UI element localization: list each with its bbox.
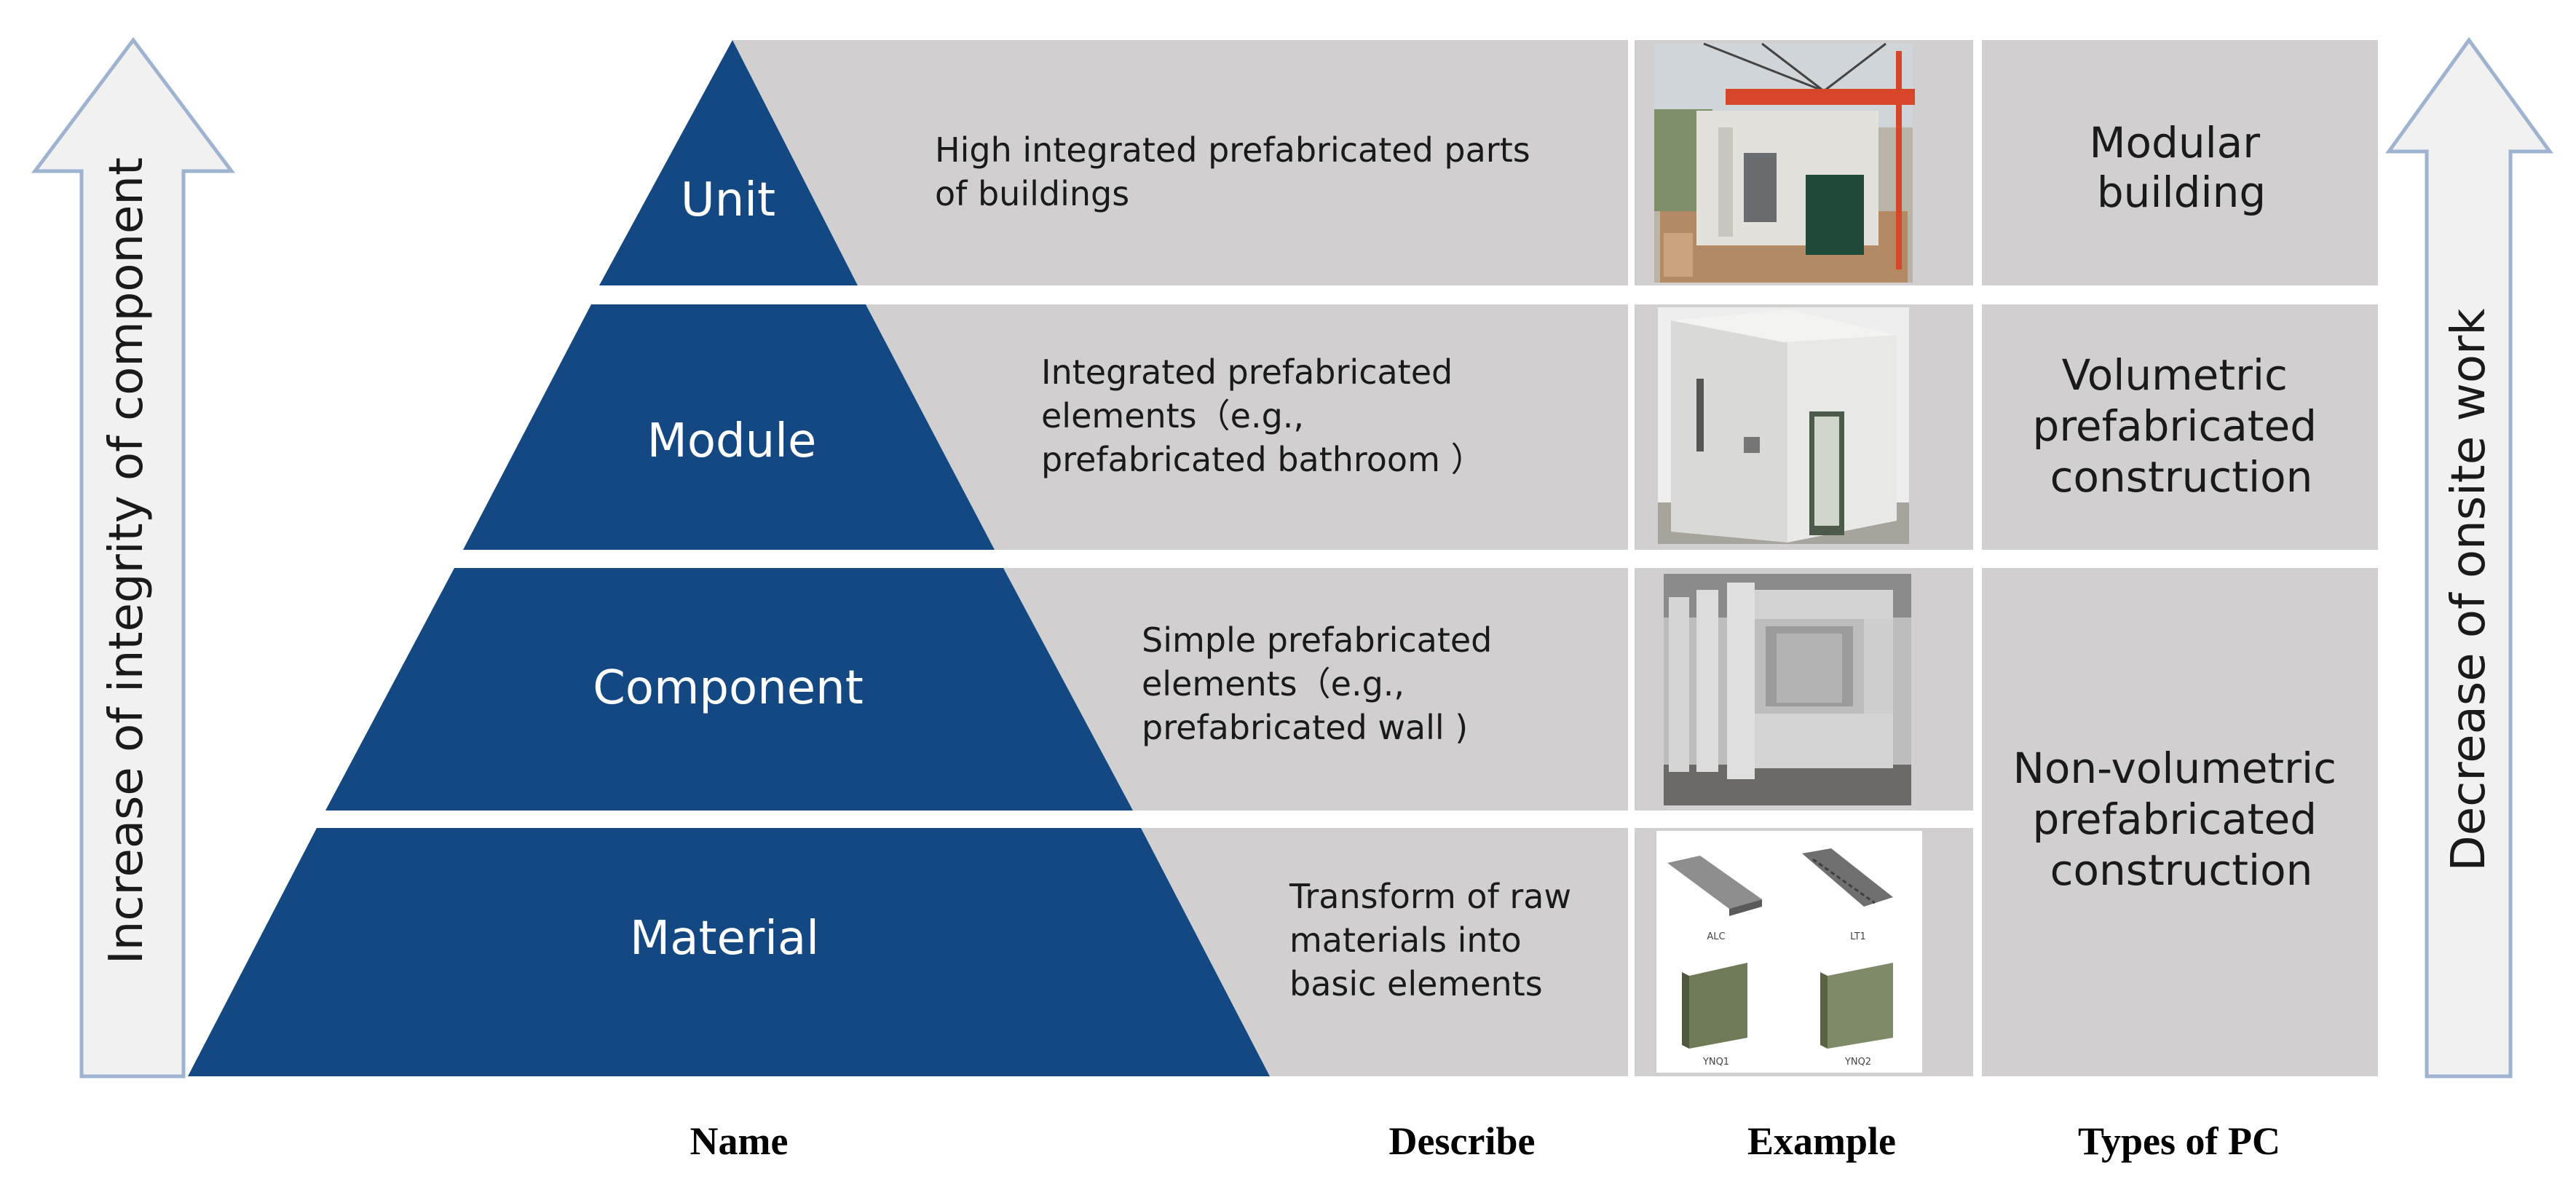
right-up-arrow: Decrease of onsite work bbox=[2385, 36, 2553, 1078]
description-component-line: prefabricated wall ) bbox=[1142, 708, 1468, 747]
column-header-name: Name bbox=[690, 1119, 789, 1163]
description-unit: High integrated prefabricated parts of b… bbox=[935, 130, 1541, 213]
description-material-line: Transform of raw bbox=[1289, 877, 1571, 916]
column-header-types: Types of PC bbox=[2078, 1119, 2280, 1163]
types-panel-nonvolumetric bbox=[1982, 568, 2378, 1076]
type-line: construction bbox=[2050, 845, 2313, 895]
column-header-example: Example bbox=[1747, 1119, 1896, 1163]
description-unit-line: High integrated prefabricated parts bbox=[935, 130, 1530, 170]
describe-panel-unit bbox=[732, 40, 1628, 285]
column-header-describe: Describe bbox=[1389, 1119, 1536, 1163]
type-non-volumetric: Non-volumetric prefabricated constructio… bbox=[2013, 744, 2350, 895]
material-label: LT1 bbox=[1850, 931, 1866, 942]
describe-panel-material bbox=[1141, 828, 1628, 1076]
pyramid bbox=[188, 40, 1270, 1076]
example-image-module bbox=[1658, 307, 1909, 544]
type-line: Modular bbox=[2089, 118, 2260, 167]
description-module-line: prefabricated bathroom ） bbox=[1041, 440, 1485, 479]
type-modular-building: Modular building bbox=[2089, 118, 2273, 217]
description-component: Simple prefabricated elements（e.g., pref… bbox=[1142, 620, 1503, 747]
level-name-material: Material bbox=[630, 912, 819, 966]
type-line: Volumetric bbox=[2062, 350, 2288, 400]
left-up-arrow: Increase of integrity of component bbox=[31, 36, 235, 1078]
types-panel-volumetric bbox=[1982, 304, 2378, 550]
example-image-component bbox=[1664, 574, 1911, 805]
pyramid-level-material bbox=[188, 828, 1270, 1076]
type-line: construction bbox=[2050, 452, 2313, 502]
description-module-line: elements（e.g., bbox=[1041, 396, 1304, 435]
example-image-unit bbox=[1654, 42, 1915, 283]
types-panel-modular bbox=[1982, 40, 2378, 285]
describe-panel-component bbox=[1003, 568, 1628, 811]
left-arrow-label: Increase of integrity of component bbox=[100, 157, 154, 964]
type-line: building bbox=[2097, 167, 2266, 217]
description-unit-line: of buildings bbox=[935, 174, 1129, 213]
pyramid-level-unit bbox=[599, 40, 858, 285]
level-name-component: Component bbox=[593, 661, 864, 715]
type-volumetric: Volumetric prefabricated construction bbox=[2033, 350, 2331, 502]
material-label: ALC bbox=[1707, 931, 1725, 942]
types-panels bbox=[1982, 40, 2378, 1076]
level-name-unit: Unit bbox=[681, 173, 775, 227]
description-component-line: elements（e.g., bbox=[1142, 664, 1404, 703]
material-label: YNQ2 bbox=[1844, 1057, 1871, 1068]
description-material: Transform of raw materials into basic el… bbox=[1289, 877, 1582, 1003]
pyramid-level-module bbox=[463, 304, 995, 550]
description-module-line: Integrated prefabricated bbox=[1041, 352, 1453, 392]
describe-panel-module bbox=[866, 304, 1628, 550]
describe-panels bbox=[732, 40, 1628, 1076]
description-material-line: materials into bbox=[1289, 920, 1522, 960]
example-image-material: ALC LT1 YNQ1 YNQ2 bbox=[1656, 831, 1922, 1073]
description-material-line: basic elements bbox=[1289, 964, 1543, 1003]
type-line: prefabricated bbox=[2033, 794, 2317, 844]
type-line: prefabricated bbox=[2033, 401, 2317, 451]
description-component-line: Simple prefabricated bbox=[1142, 620, 1492, 660]
right-arrow-label: Decrease of onsite work bbox=[2442, 309, 2496, 872]
type-line: Non-volumetric bbox=[2013, 744, 2336, 793]
material-label: YNQ1 bbox=[1702, 1057, 1729, 1068]
pyramid-level-component bbox=[325, 568, 1133, 811]
level-name-module: Module bbox=[647, 414, 817, 468]
description-module: Integrated prefabricated elements（e.g., … bbox=[1041, 352, 1485, 479]
